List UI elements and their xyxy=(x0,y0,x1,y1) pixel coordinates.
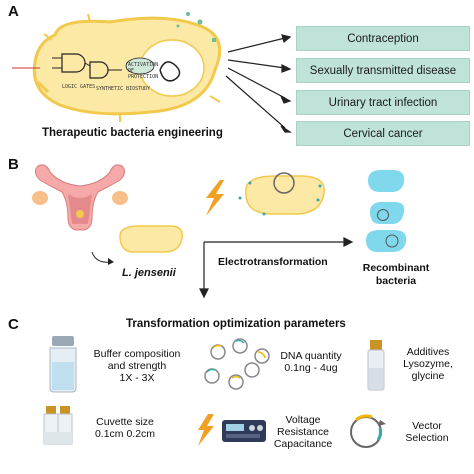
voltage-param: Voltage Resistance Capacitance xyxy=(268,414,338,450)
result-line-1: Recombinant xyxy=(362,262,430,274)
panel-a-letter: A xyxy=(8,3,19,20)
logic-gates-label: LOGIC GATES xyxy=(62,84,96,90)
process-arrows xyxy=(199,237,354,299)
reproductive-organ-illustration xyxy=(32,164,128,231)
additives-vial-icon xyxy=(367,340,385,391)
panel-b-letter: B xyxy=(8,156,19,173)
cuvette-icon xyxy=(43,406,73,445)
buffer-line-2: and strength xyxy=(107,360,167,372)
additives-param: Additives Lysozyme, glycine xyxy=(388,346,468,382)
buffer-bottle-icon xyxy=(49,336,77,393)
application-uti: Urinary tract infection xyxy=(296,90,470,115)
activation-label: ACTIVATION OF PROTECTION xyxy=(128,62,159,80)
dna-line-2: 0.1ng - 4ug xyxy=(284,362,338,374)
additives-line-3: glycine xyxy=(411,370,445,382)
cuvette-param: Cuvette size 0.1cm 0.2cm xyxy=(80,416,170,440)
vector-line-1: Vector xyxy=(412,420,442,432)
vector-param: Vector Selection xyxy=(392,420,462,444)
voltage-line-3: Capacitance xyxy=(273,438,333,450)
result-label: Recombinant bacteria xyxy=(350,262,442,288)
process-label: Electrotransformation xyxy=(218,256,328,268)
vector-line-2: Selection xyxy=(405,432,449,444)
panel-a-caption: Therapeutic bacteria engineering xyxy=(42,127,223,139)
panel-c-letter: C xyxy=(8,316,19,333)
dna-plasmids-icon xyxy=(204,338,270,390)
application-cervical-cancer: Cervical cancer xyxy=(296,121,470,146)
engineered-bacterium-illustration xyxy=(12,12,222,122)
lightning-icon-c xyxy=(198,414,214,446)
l-jensenii-cell xyxy=(119,225,183,253)
application-contraception: Contraception xyxy=(296,26,470,51)
buffer-param: Buffer composition and strength 1X - 3X xyxy=(82,348,192,384)
vector-plasmid-icon xyxy=(350,414,386,448)
synthetic-bio-label: SYNTHETIC BIOSTUDY xyxy=(96,86,151,92)
panel-c-title: Transformation optimization parameters xyxy=(126,318,346,330)
application-arrows xyxy=(225,34,292,133)
recombinant-cells xyxy=(366,170,407,252)
dna-param: DNA quantity 0.1ng - 4ug xyxy=(266,350,356,374)
buffer-line-1: Buffer composition xyxy=(93,348,181,360)
application-std: Sexually transmitted disease xyxy=(296,58,470,83)
dna-line-1: DNA quantity xyxy=(280,350,342,362)
cuvette-line-1: Cuvette size xyxy=(96,416,154,428)
transforming-cell xyxy=(238,172,325,216)
additives-line-1: Additives xyxy=(406,346,450,358)
voltage-line-1: Voltage xyxy=(285,414,321,426)
electroporator-icon xyxy=(222,420,266,442)
voltage-line-2: Resistance xyxy=(277,426,329,438)
buffer-line-3: 1X - 3X xyxy=(119,372,155,384)
lightning-icon-b xyxy=(206,180,224,216)
organism-label: L. jensenii xyxy=(122,267,176,279)
additives-line-2: Lysozyme, xyxy=(403,358,453,370)
result-line-2: bacteria xyxy=(375,275,417,287)
cuvette-line-2: 0.1cm 0.2cm xyxy=(94,428,156,440)
